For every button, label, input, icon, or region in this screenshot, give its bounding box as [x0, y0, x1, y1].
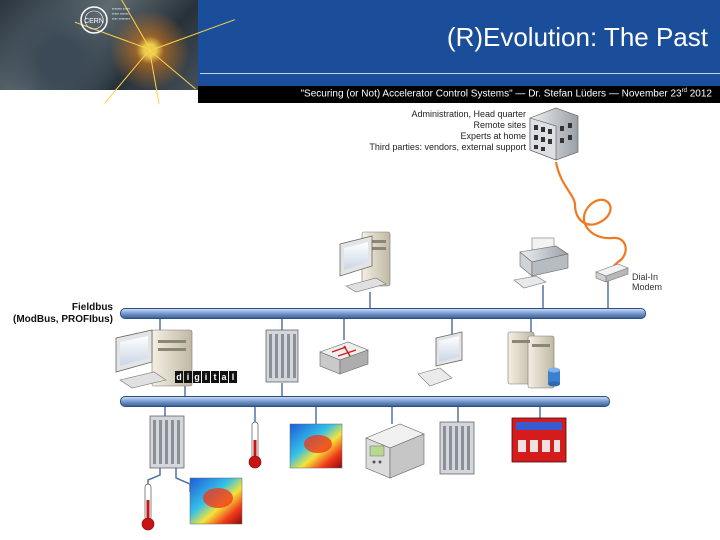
thin-client-icon — [417, 331, 463, 387]
printer-icon — [513, 237, 569, 289]
digital-letter: t — [211, 371, 219, 383]
office-building-icon — [529, 107, 579, 161]
heat-map-plot-icon — [289, 423, 343, 469]
remote-label-2: Remote sites — [473, 120, 526, 130]
digital-letter: i — [202, 371, 210, 383]
header-rule — [200, 73, 720, 74]
subtitle-main: "Securing (or Not) Accelerator Control S… — [300, 88, 682, 100]
database-icon — [548, 367, 560, 387]
subtitle-text: "Securing (or Not) Accelerator Control S… — [300, 88, 712, 99]
modem-label-line2: Modem — [632, 282, 663, 292]
digital-letter: g — [193, 371, 201, 383]
logo-text: CERN — [84, 18, 104, 25]
logo-caption: ▪▪▪▪▪▪▪ ▪▪▪▪▪▪▪▪▪▪ ▪▪▪▪▪▪▪▪▪▪ ▪▪▪▪▪▪▪▪ — [112, 6, 131, 21]
modem-phone-cable — [554, 161, 627, 277]
fieldbus-upper — [120, 308, 646, 319]
subtitle-sup: rd — [681, 88, 687, 94]
fieldbus-lower — [120, 396, 610, 407]
oscilloscope-icon — [365, 423, 425, 479]
digital-letter: i — [184, 371, 192, 383]
modem-label-line1: Dial-In — [632, 272, 659, 282]
header-banner: CERN ▪▪▪▪▪▪▪ ▪▪▪▪▪▪▪▪▪▪ ▪▪▪▪▪▪▪▪▪▪ ▪▪▪▪▪… — [0, 0, 720, 105]
page-title: (R)Evolution: The Past — [446, 22, 708, 52]
thermometer-icon — [248, 421, 262, 469]
network-switch-icon — [319, 341, 369, 375]
fieldbus-label-line2: (ModBus, PROFIbus) — [13, 314, 113, 325]
digital-letter: a — [220, 371, 228, 383]
thermometer-icon — [141, 483, 155, 531]
modem-label: Dial-In Modem — [632, 272, 662, 292]
collision-event-image: CERN ▪▪▪▪▪▪▪ ▪▪▪▪▪▪▪▪▪▪ ▪▪▪▪▪▪▪▪▪▪ ▪▪▪▪▪… — [0, 0, 235, 105]
plc-rack-icon — [439, 421, 475, 475]
fieldbus-label: Fieldbus (ModBus, PROFIbus) — [5, 302, 113, 326]
dial-in-modem-icon — [595, 263, 629, 283]
server-icon — [507, 331, 555, 389]
cern-logo: CERN — [80, 6, 108, 34]
fieldbus-label-line1: Fieldbus — [71, 302, 113, 313]
subtitle-year: 2012 — [686, 88, 712, 100]
remote-label-3: Experts at home — [460, 131, 526, 141]
subtitle-bar: "Securing (or Not) Accelerator Control S… — [198, 86, 720, 103]
digital-letter: l — [229, 371, 237, 383]
control-board-icon — [511, 417, 567, 463]
workstation-pc-icon — [339, 231, 391, 293]
remote-label-4: Third parties: vendors, external support — [369, 142, 526, 152]
plc-rack-icon — [265, 329, 299, 383]
digital-logo: d i g i t a l — [175, 371, 237, 383]
plc-rack-icon — [149, 415, 185, 469]
remote-label-1: Administration, Head quarter — [411, 109, 526, 119]
heat-map-plot-icon — [189, 477, 243, 525]
digital-letter: d — [175, 371, 183, 383]
